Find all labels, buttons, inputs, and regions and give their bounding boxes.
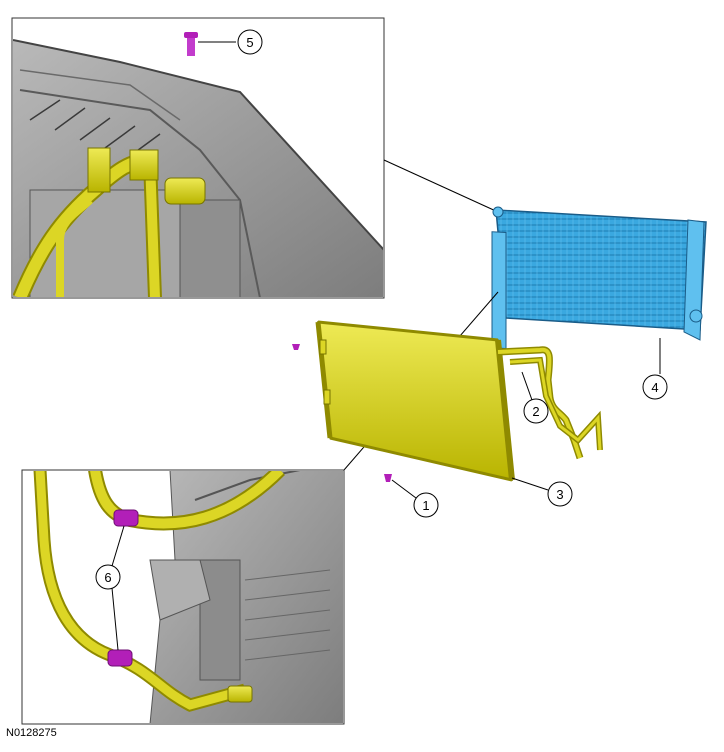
pushpin-icon bbox=[184, 32, 198, 56]
radiator bbox=[491, 206, 707, 350]
figure-id: N0128275 bbox=[6, 727, 57, 739]
condenser-lines bbox=[497, 346, 603, 460]
lower-detail-inset: 6 bbox=[21, 469, 345, 725]
pushpin-icon bbox=[384, 474, 392, 482]
upper-detail-inset: 5 bbox=[11, 17, 385, 299]
callout-2: 2 bbox=[532, 404, 539, 419]
clip-icon bbox=[113, 509, 139, 527]
pushpin-icon bbox=[292, 344, 300, 350]
callout-1: 1 bbox=[422, 498, 429, 513]
callout-4: 4 bbox=[651, 380, 658, 395]
callout-6: 6 bbox=[104, 570, 111, 585]
callout-5: 5 bbox=[246, 35, 253, 50]
callout-3: 3 bbox=[556, 487, 563, 502]
condenser bbox=[315, 320, 515, 482]
clip-icon bbox=[107, 649, 133, 667]
